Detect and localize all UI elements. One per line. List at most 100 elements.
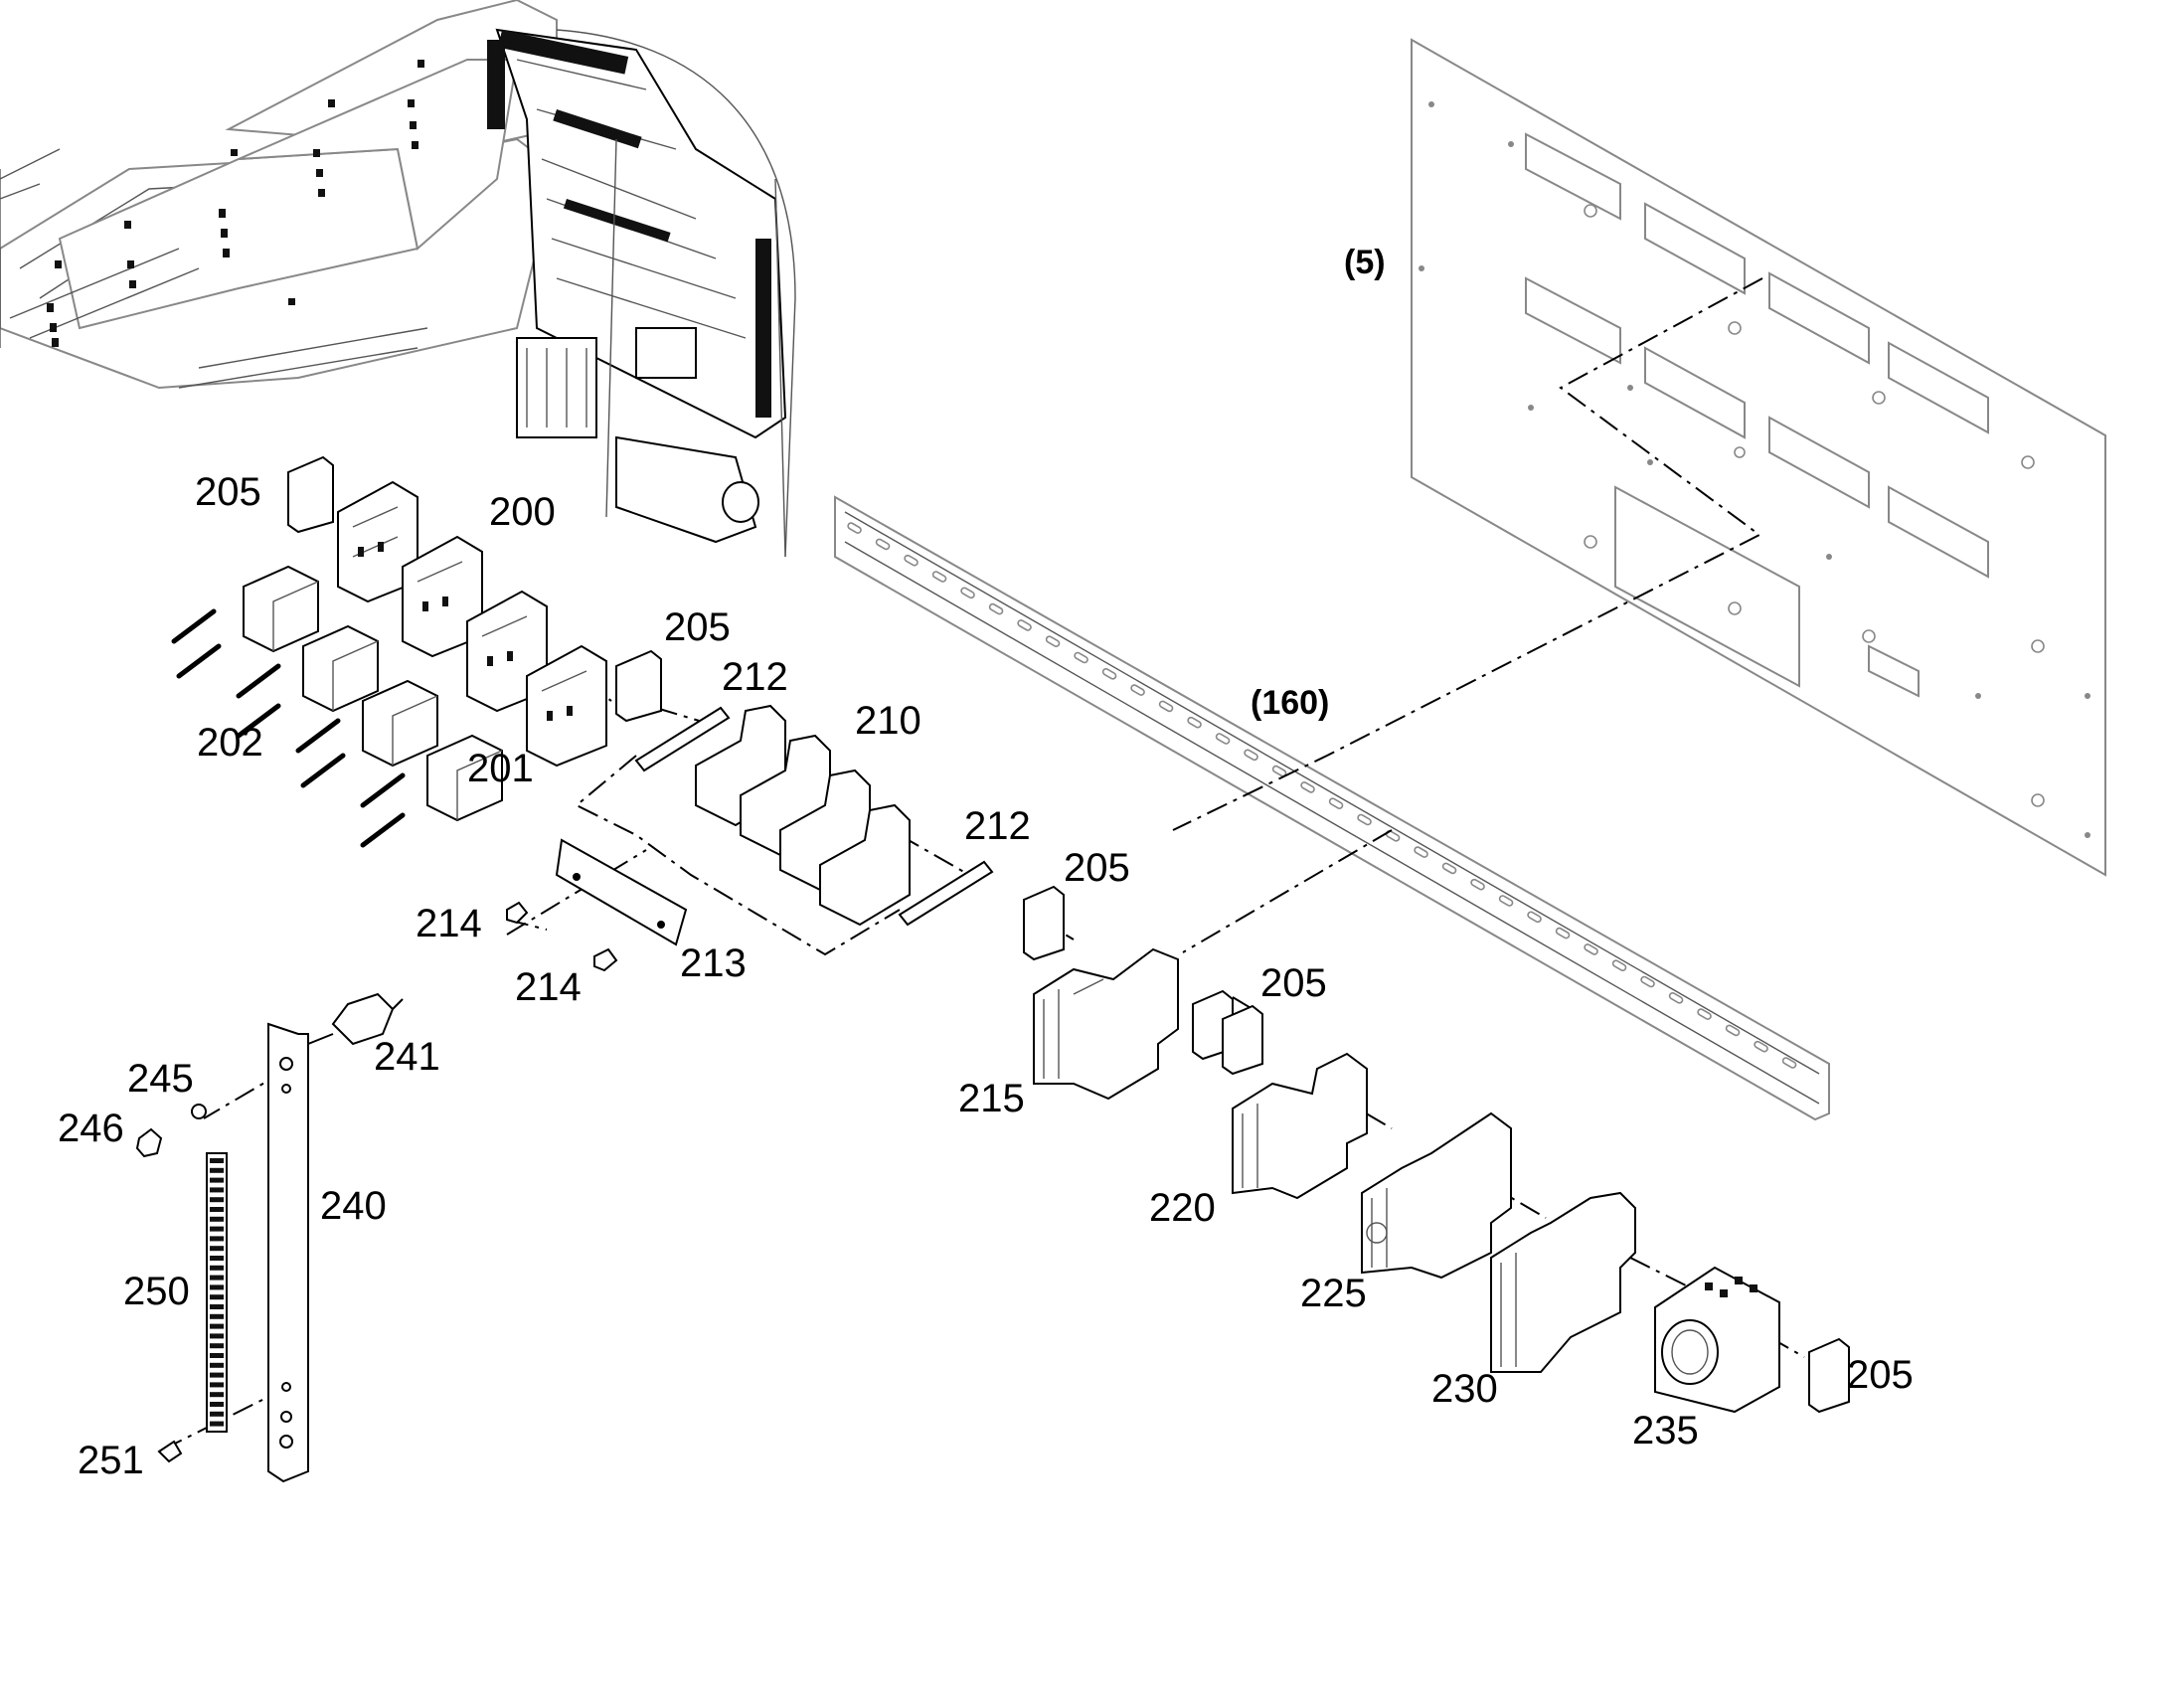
- label-245: 245: [127, 1057, 194, 1101]
- label-220: 220: [1149, 1186, 1216, 1230]
- strip-terminal: [210, 1294, 224, 1300]
- label-240: 240: [320, 1184, 387, 1228]
- rail-slot: [1130, 684, 1145, 696]
- strip-terminal: [210, 1275, 224, 1281]
- strip-terminal: [210, 1421, 224, 1427]
- relays: [243, 565, 503, 822]
- rail-slot: [1045, 635, 1061, 647]
- rail-slot: [1441, 862, 1457, 875]
- rail-slot: [960, 587, 975, 599]
- terminal-modules: [695, 704, 911, 927]
- strip-terminal: [210, 1207, 224, 1212]
- rail-slot: [875, 538, 891, 551]
- rail-slot: [847, 522, 862, 534]
- label-212-b: 212: [964, 804, 1031, 848]
- rail-slot: [1244, 749, 1258, 762]
- rail-slot: [1187, 716, 1202, 729]
- label-212-a: 212: [722, 655, 788, 699]
- rail-slot: [1527, 911, 1542, 924]
- strip-terminal: [210, 1362, 224, 1368]
- strip-terminal: [210, 1392, 224, 1398]
- label-205-d: 205: [1260, 961, 1327, 1005]
- rail-slot: [1640, 975, 1655, 988]
- label-ref-rail: (160): [1251, 684, 1329, 722]
- label-225: 225: [1300, 1272, 1367, 1315]
- rail-slot: [1611, 959, 1627, 971]
- strip-terminal: [210, 1216, 224, 1222]
- rail-slot: [1328, 797, 1344, 809]
- strip-terminal: [210, 1372, 224, 1378]
- strip-terminal: [210, 1256, 224, 1261]
- strip-terminal: [210, 1382, 224, 1388]
- rail-slot: [1101, 667, 1117, 680]
- label-251: 251: [78, 1439, 144, 1482]
- din-rail: [834, 495, 1830, 1121]
- rail-slot: [1215, 733, 1231, 745]
- grommet: [307, 992, 404, 1046]
- rail-slot: [1357, 813, 1372, 826]
- strip-terminal: [210, 1353, 224, 1358]
- label-200: 200: [489, 490, 556, 534]
- end-stops: [287, 455, 1850, 1414]
- rail-slot: [1300, 781, 1315, 793]
- relay-sockets: [337, 480, 607, 768]
- label-241: 241: [374, 1035, 440, 1079]
- strip-terminal: [210, 1265, 224, 1271]
- rail-slot: [1470, 878, 1485, 891]
- strip-terminal: [210, 1333, 224, 1339]
- rail-slot: [1754, 1040, 1768, 1053]
- strip-terminal: [210, 1313, 224, 1319]
- label-205-e: 205: [1847, 1353, 1914, 1397]
- strip-terminal: [210, 1284, 224, 1290]
- label-246: 246: [58, 1107, 124, 1150]
- rail-slot: [1725, 1024, 1741, 1037]
- rail-slot: [1668, 991, 1684, 1004]
- strip-terminal: [210, 1236, 224, 1242]
- rail-slot: [1017, 619, 1032, 631]
- label-230: 230: [1431, 1367, 1498, 1411]
- label-210: 210: [855, 699, 921, 743]
- strip-terminal: [210, 1197, 224, 1203]
- label-205-c: 205: [1064, 846, 1130, 890]
- strip-terminal: [210, 1411, 224, 1417]
- rail-slot: [1414, 846, 1428, 858]
- washers-nuts: [135, 1104, 207, 1463]
- relay-modules: [1033, 947, 1636, 1373]
- label-235: 235: [1632, 1409, 1699, 1452]
- strip-terminal: [210, 1177, 224, 1183]
- socket-outlet: [1654, 1266, 1780, 1414]
- mounting-panel: [1411, 38, 2106, 877]
- rail-slot: [1074, 651, 1088, 664]
- terminal-strip: [206, 1152, 228, 1433]
- cover-plate: [506, 838, 688, 972]
- cabinet-assembly: [0, 0, 796, 558]
- label-250: 250: [123, 1270, 190, 1313]
- strip-terminal: [210, 1343, 224, 1349]
- rail-slot: [904, 554, 919, 567]
- strip-terminal: [210, 1167, 224, 1173]
- label-213: 213: [680, 941, 747, 985]
- label-ref-panel: (5): [1344, 244, 1386, 281]
- strip-terminal: [210, 1187, 224, 1193]
- strip-terminal: [210, 1304, 224, 1309]
- label-214-b: 214: [515, 965, 582, 1009]
- rail-slot: [1697, 1008, 1712, 1020]
- connecting-pins: [634, 706, 994, 927]
- label-205-b: 205: [664, 605, 731, 649]
- strip-terminal: [210, 1226, 224, 1232]
- wire-bridges: [171, 608, 406, 848]
- strip-terminal: [210, 1323, 224, 1329]
- ground-bar: [267, 1022, 309, 1483]
- strip-terminal: [210, 1158, 224, 1163]
- label-215: 215: [958, 1077, 1025, 1120]
- rail-slot: [1271, 765, 1287, 777]
- label-202: 202: [197, 721, 263, 765]
- rail-slot: [988, 602, 1004, 615]
- label-214-a: 214: [416, 902, 482, 945]
- strip-terminal: [210, 1246, 224, 1252]
- label-201: 201: [467, 747, 534, 790]
- rail-slot: [1584, 943, 1598, 955]
- part-labels: (5) (160) 205 200 205 212 210 202 201 21…: [58, 244, 1914, 1482]
- rail-slot: [931, 571, 947, 583]
